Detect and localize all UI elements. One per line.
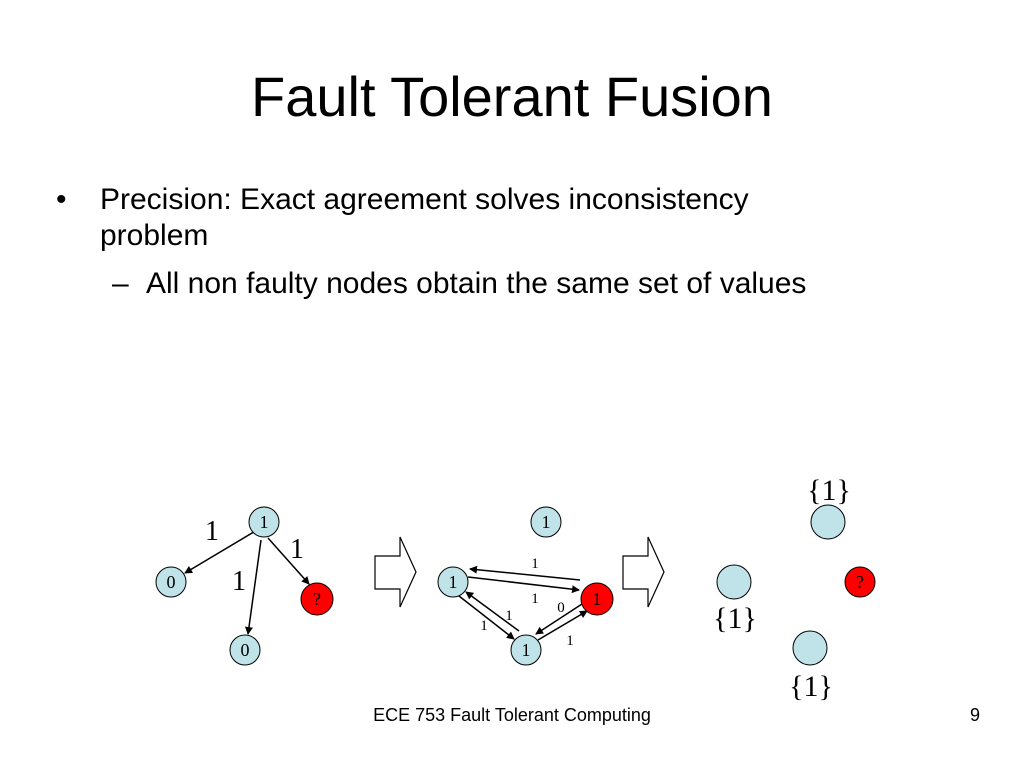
value-set-bottom: {1} (789, 670, 833, 703)
stage-2-graph: 1 1 1 1 1 0 1 1 1 1 (437, 506, 614, 666)
sub-bullet-text: All non faulty nodes obtain the same set… (146, 267, 807, 300)
node-faulty (300, 582, 334, 616)
value-set-top: {1} (807, 474, 851, 507)
stage-1-graph: 1 1 1 1 0 ? 0 (155, 506, 334, 666)
node-top-value: 1 (260, 512, 269, 532)
edge-label-top-faulty: 1 (290, 534, 304, 565)
node-left-value: 0 (167, 572, 176, 592)
edge-top-to-bottom (244, 539, 262, 635)
stage-arrow-1 (374, 536, 417, 608)
node-faulty-value: 1 (593, 589, 602, 609)
node-top (810, 504, 846, 540)
node-faulty-value: ? (313, 589, 321, 609)
edge-label-left-to-bottom: 1 (480, 618, 488, 634)
node-left (155, 566, 187, 598)
edge-label-bottom-to-left: 1 (505, 608, 513, 624)
node-bottom-value: 1 (522, 640, 531, 660)
edge-bottom-to-left (465, 591, 520, 632)
node-left (716, 564, 752, 600)
node-faulty (844, 566, 876, 598)
sub-bullet-marker: – (112, 267, 129, 300)
edge-left-to-bottom (458, 595, 515, 640)
node-faulty (580, 582, 614, 616)
edge-label-bottom-to-faulty: 1 (566, 633, 574, 649)
bullet-text: Precision: Exact agreement solves incons… (100, 183, 749, 252)
edge-faulty-to-bottom (535, 603, 583, 635)
edge-label-faulty-to-left: 1 (531, 591, 539, 607)
node-top (530, 506, 562, 538)
node-left (437, 566, 469, 598)
edge-top-to-left (184, 529, 258, 574)
node-bottom (792, 630, 828, 666)
page-number: 9 (969, 705, 980, 725)
node-faulty-value: ? (856, 572, 864, 592)
node-bottom (229, 634, 261, 666)
value-set-left: {1} (713, 602, 757, 635)
edge-label-top-bottom: 1 (232, 566, 246, 597)
edge-top-to-faulty (267, 537, 310, 585)
node-left-value: 1 (449, 572, 458, 592)
edge-bottom-to-faulty (537, 610, 588, 641)
edge-left-to-faulty (467, 576, 580, 594)
stage-arrow-2 (622, 536, 665, 608)
edge-label-top-left: 1 (205, 516, 219, 547)
edge-label-left-to-faulty: 1 (531, 556, 539, 572)
slide-footer: ECE 753 Fault Tolerant Computing (373, 705, 651, 725)
stage-3-graph: {1} {1} ? {1} (713, 474, 876, 703)
slide-title: Fault Tolerant Fusion (251, 65, 773, 128)
edge-label-faulty-to-bottom: 0 (557, 600, 565, 616)
node-bottom (510, 634, 542, 666)
node-bottom-value: 0 (241, 640, 250, 660)
node-top-value: 1 (542, 512, 551, 532)
edge-faulty-to-left (469, 565, 581, 581)
node-top (248, 506, 280, 538)
bullet-marker: • (56, 183, 67, 216)
